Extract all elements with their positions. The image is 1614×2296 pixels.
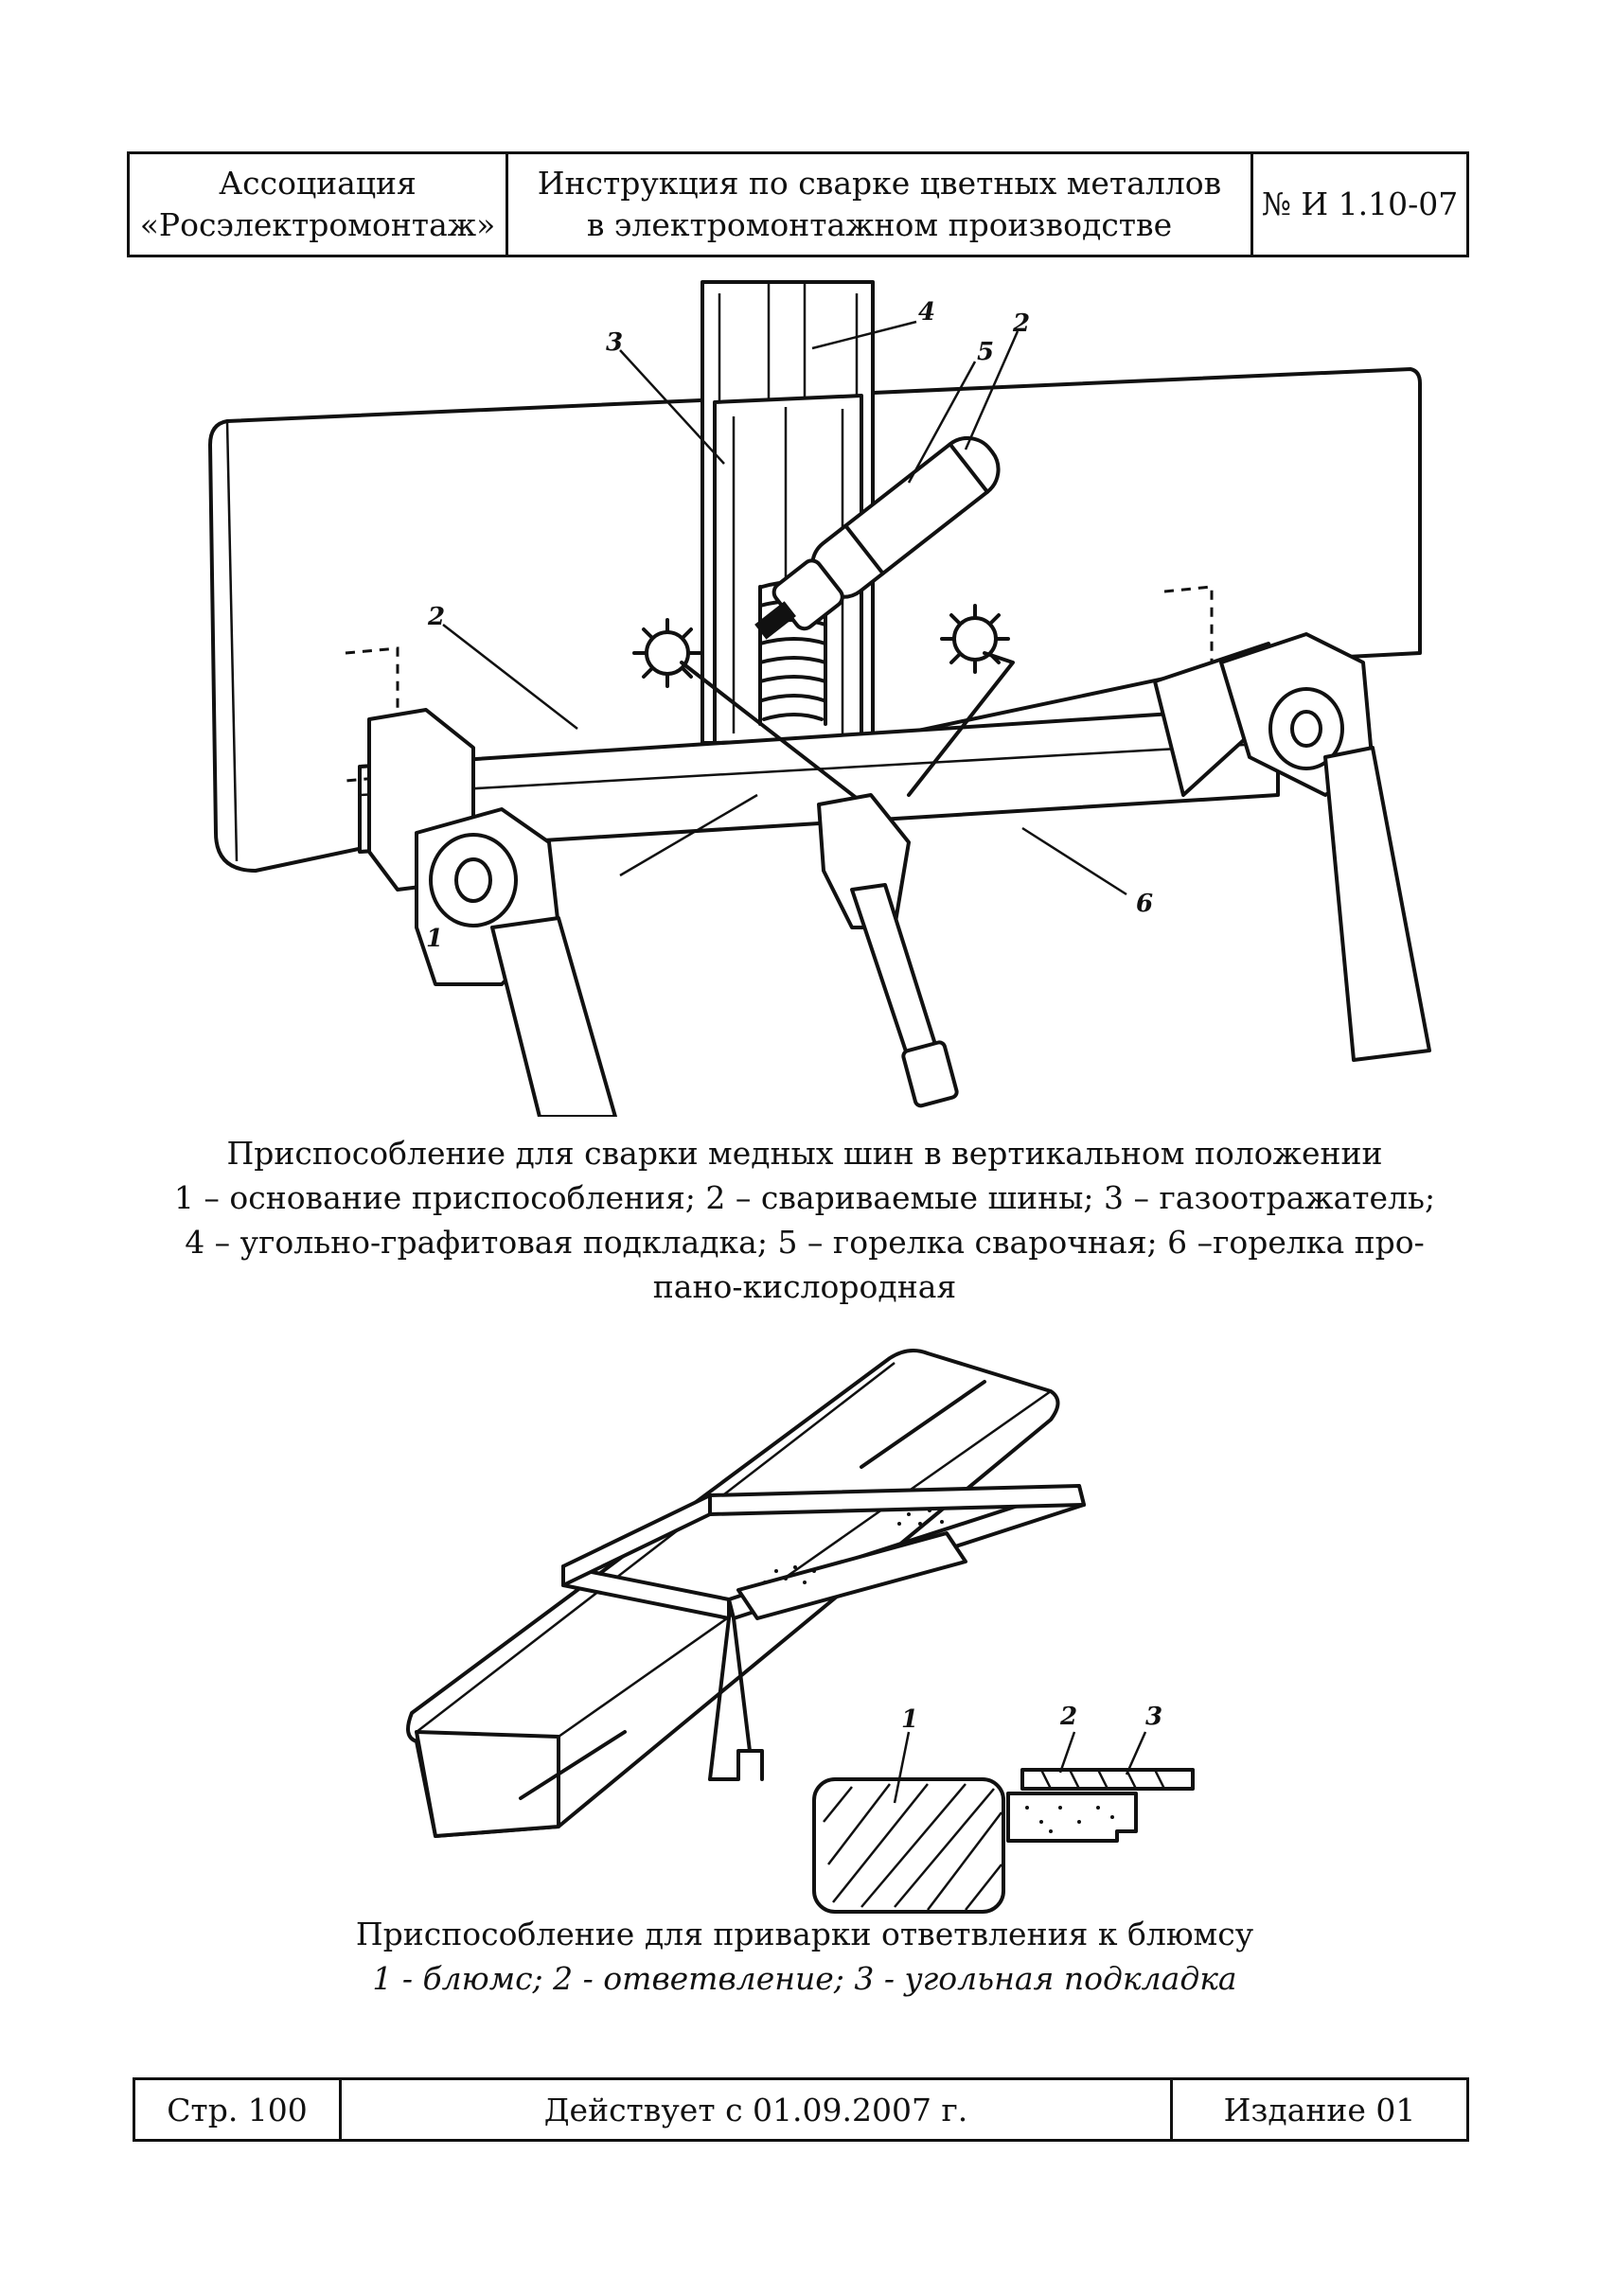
callout-3: 3 [1145, 1703, 1162, 1731]
document-footer: Стр. 100 Действует с 01.09.2007 г. Издан… [133, 2077, 1469, 2142]
callout-2-right: 2 [1012, 309, 1030, 338]
edition: Издание 01 [1223, 2091, 1416, 2128]
figure-2-caption: Приспособление для приварки ответвления … [95, 1912, 1515, 2001]
figure-1-fixture-drawing: 1 2 2 3 4 5 6 [189, 265, 1439, 1117]
organization-line-1: Ассоциация [219, 165, 417, 202]
callout-2-left: 2 [427, 603, 445, 631]
document-number: № И 1.10-07 [1261, 185, 1459, 222]
page-number: Стр. 100 [135, 2080, 342, 2139]
callout-3: 3 [606, 328, 623, 357]
figure-1-legend-line-1: 1 – основание приспособления; 2 – сварив… [173, 1179, 1436, 1216]
callout-1: 1 [901, 1705, 918, 1734]
figure-1-legend-line-3: пано-кислородная [652, 1268, 957, 1305]
organization-line-2: «Росэлектромонтаж» [139, 206, 496, 243]
callout-1: 1 [426, 925, 443, 953]
callout-2: 2 [1059, 1703, 1077, 1731]
callout-4: 4 [918, 298, 935, 327]
callout-5: 5 [977, 338, 994, 366]
figure-1-title: Приспособление для сварки медных шин в в… [226, 1135, 1383, 1172]
title-cell: Инструкция по сварке цветных металлов в … [508, 154, 1253, 255]
figure-2-legend: 1 - блюмс; 2 - ответвление; 3 - угольная… [372, 1960, 1237, 1997]
figure-1-legend-line-2: 4 – угольно-графитовая подкладка; 5 – го… [185, 1224, 1425, 1261]
document-header: Ассоциация «Росэлектромонтаж» Инструкция… [127, 151, 1469, 257]
document-number-cell: № И 1.10-07 [1253, 154, 1466, 255]
document-title-line-2: в электромонтажном производстве [586, 206, 1173, 243]
effective-date: Действует с 01.09.2007 г. [342, 2080, 1173, 2139]
figure-1-caption: Приспособление для сварки медных шин в в… [95, 1131, 1515, 1309]
callout-6: 6 [1136, 890, 1153, 918]
figure-2-title: Приспособление для приварки ответвления … [355, 1916, 1254, 1952]
organization-cell: Ассоциация «Росэлектромонтаж» [130, 154, 508, 255]
document-title-line-1: Инструкция по сварке цветных металлов [537, 165, 1222, 202]
figure-2-fixture-drawing: 1 2 3 [398, 1334, 1231, 1997]
